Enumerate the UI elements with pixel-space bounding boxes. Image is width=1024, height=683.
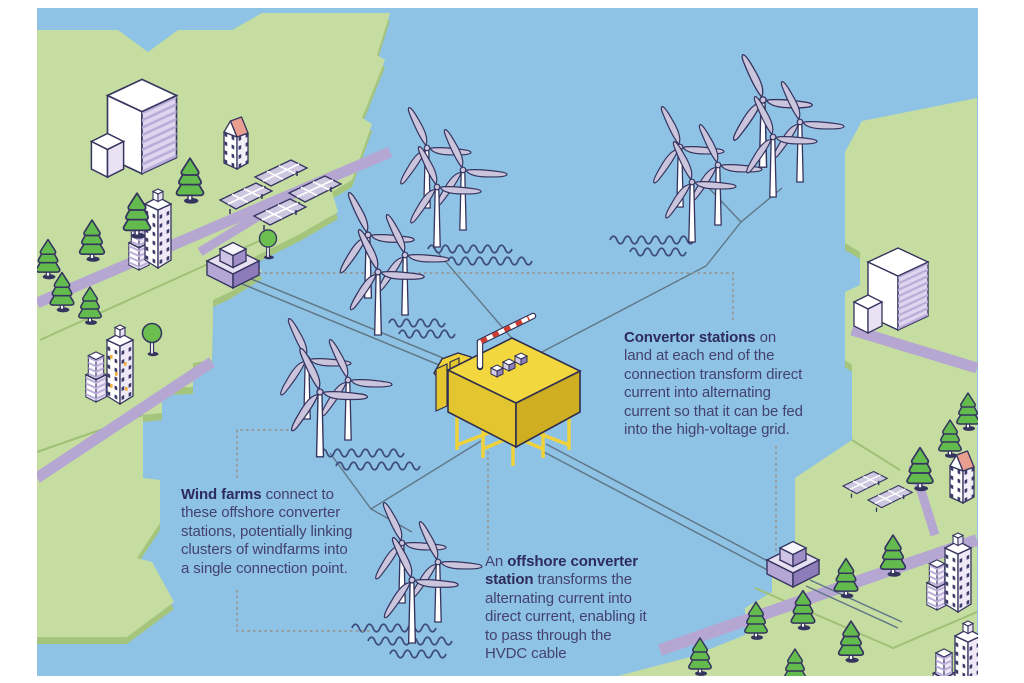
- tower-building: [926, 559, 948, 611]
- crane-icon: [476, 312, 537, 371]
- road: [658, 534, 979, 656]
- tower-building: [85, 351, 107, 403]
- road: [850, 324, 979, 374]
- road: [34, 146, 393, 309]
- dotted-connector: [236, 590, 372, 632]
- dotted-connectors: [236, 272, 777, 632]
- roads: [33, 146, 979, 656]
- house: [223, 116, 249, 170]
- dotted-connector: [236, 429, 296, 478]
- station-fin: [435, 363, 448, 412]
- land-right: [618, 98, 977, 676]
- road: [33, 357, 216, 483]
- roof-modules: [489, 352, 529, 378]
- offshore-converter-station: [433, 312, 582, 466]
- house: [949, 450, 975, 504]
- lit-windows: [110, 355, 128, 391]
- dotted-connector: [250, 272, 734, 320]
